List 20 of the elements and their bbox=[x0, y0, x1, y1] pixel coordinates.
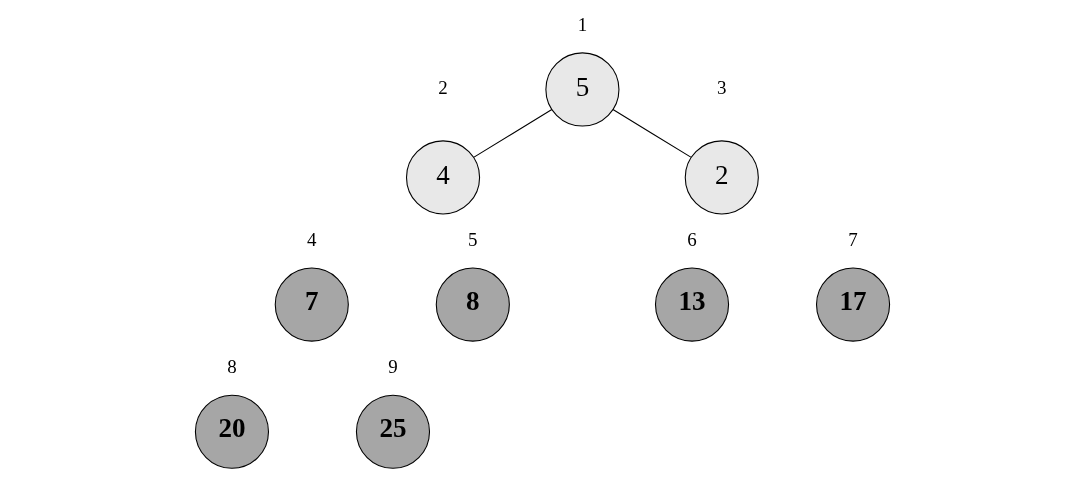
node-circle: 7 bbox=[274, 267, 349, 342]
node-circle: 5 bbox=[545, 52, 620, 127]
connector bbox=[612, 108, 692, 158]
node-circle: 8 bbox=[435, 267, 510, 342]
node-label: 4 bbox=[307, 229, 317, 251]
node-label: 1 bbox=[577, 13, 588, 35]
node-circle: 2 bbox=[684, 140, 759, 215]
node-circle: 17 bbox=[816, 267, 891, 342]
node-label: 5 bbox=[468, 229, 478, 251]
node-label: 8 bbox=[227, 356, 237, 378]
node-label: 7 bbox=[848, 229, 858, 251]
node-label: 2 bbox=[438, 77, 448, 99]
node-circle: 20 bbox=[194, 394, 270, 469]
connector bbox=[473, 108, 553, 158]
node-label: 9 bbox=[388, 356, 398, 378]
node-label: 6 bbox=[687, 229, 697, 251]
node-circle: 4 bbox=[405, 140, 481, 215]
node-circle: 25 bbox=[355, 394, 431, 469]
node-label: 3 bbox=[717, 77, 727, 99]
node-circle: 13 bbox=[654, 267, 730, 342]
